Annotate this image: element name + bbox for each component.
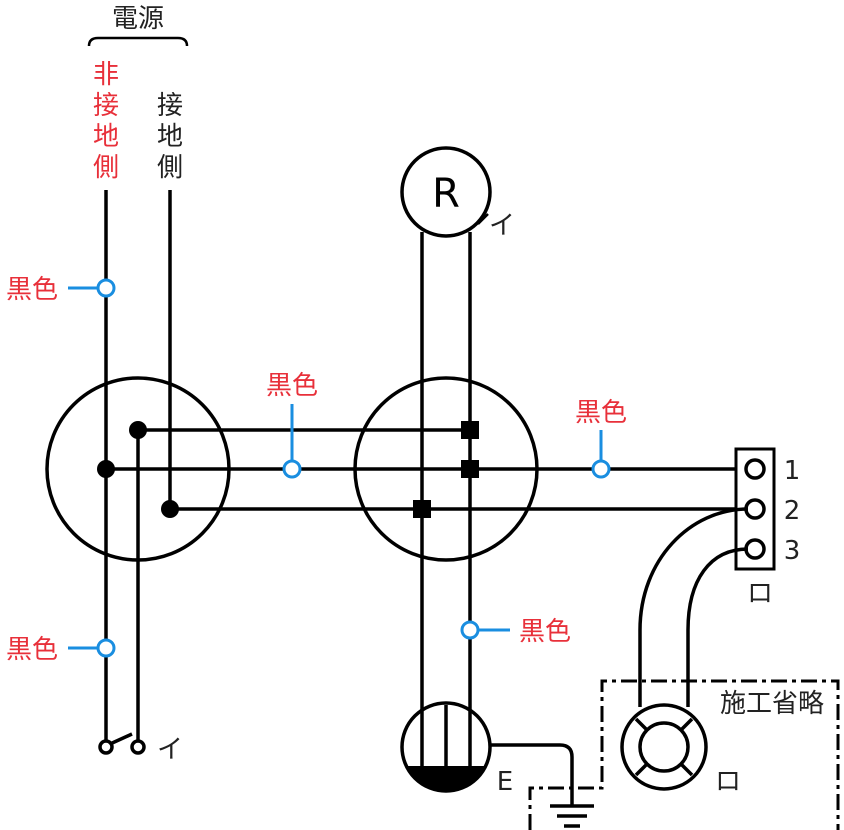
receptacle-r-tag: イ [489, 211, 515, 241]
junction-dot-middle [97, 460, 115, 478]
svg-text:側: 側 [157, 153, 183, 183]
outlet-ground-fill [406, 766, 486, 792]
svg-text:接: 接 [157, 91, 183, 121]
lamp-cable-inner [686, 547, 749, 707]
svg-text:黒色: 黒色 [575, 398, 627, 428]
svg-text:黒色: 黒色 [266, 371, 318, 401]
sleeve-connector-middle [461, 460, 479, 478]
terminal-block-tag: ロ [747, 579, 773, 609]
receptacle-r-symbol: R [432, 171, 460, 217]
ground-icon [550, 804, 594, 828]
wire-color-marker-5: 黒色 [460, 617, 571, 647]
svg-text:非: 非 [93, 60, 119, 90]
omitted-work-boundary [528, 679, 840, 830]
power-source-brace [87, 36, 189, 47]
svg-text:黒色: 黒色 [6, 275, 58, 305]
svg-text:黒色: 黒色 [519, 617, 571, 647]
receptacle-r-leader [477, 213, 489, 225]
lamp-spoke-1 [634, 717, 649, 732]
switch-contact-left [98, 739, 114, 755]
lamp-spoke-2 [679, 717, 694, 732]
lamp-spoke-3 [634, 762, 649, 777]
receptacle-r [400, 146, 492, 238]
terminal-1 [744, 458, 766, 480]
svg-text:地: 地 [93, 122, 119, 152]
lamp-tag: ロ [715, 767, 741, 797]
switch-contact-right [130, 739, 146, 755]
terminal-2-label: 2 [784, 496, 801, 526]
terminal-1-label: 1 [784, 456, 801, 486]
grounded-side-label: 接 地 側 [157, 91, 183, 183]
svg-text:黒色: 黒色 [6, 635, 58, 665]
svg-text:側: 側 [93, 153, 119, 183]
lamp-cable-outer [638, 507, 749, 707]
power-source-label: 電源 [112, 4, 164, 34]
junction-dot-bottom [161, 500, 179, 518]
junction-dot-top [129, 421, 147, 439]
omitted-work-label: 施工省略 [720, 689, 824, 719]
ungrounded-side-label: 非 接 地 側 [93, 60, 119, 183]
svg-text:地: 地 [157, 122, 183, 152]
wire-color-marker-2: 黒色 [6, 635, 116, 665]
outlet-tag: E [497, 767, 513, 797]
terminal-3-label: 3 [784, 536, 801, 566]
switch-blade [109, 732, 133, 746]
ground-wire [490, 743, 574, 806]
wire-color-marker-3: 黒色 [266, 371, 318, 479]
lamp-spoke-4 [679, 762, 694, 777]
sleeve-connector-bottom [413, 500, 431, 518]
wire-color-marker-4: 黒色 [575, 398, 627, 479]
sleeve-connector-top [461, 421, 479, 439]
wire-color-marker-1: 黒色 [6, 275, 116, 305]
lamp-inner [638, 721, 690, 773]
switch-tag: イ [157, 735, 183, 765]
lamp-outer [620, 703, 708, 791]
svg-text:接: 接 [93, 91, 119, 121]
